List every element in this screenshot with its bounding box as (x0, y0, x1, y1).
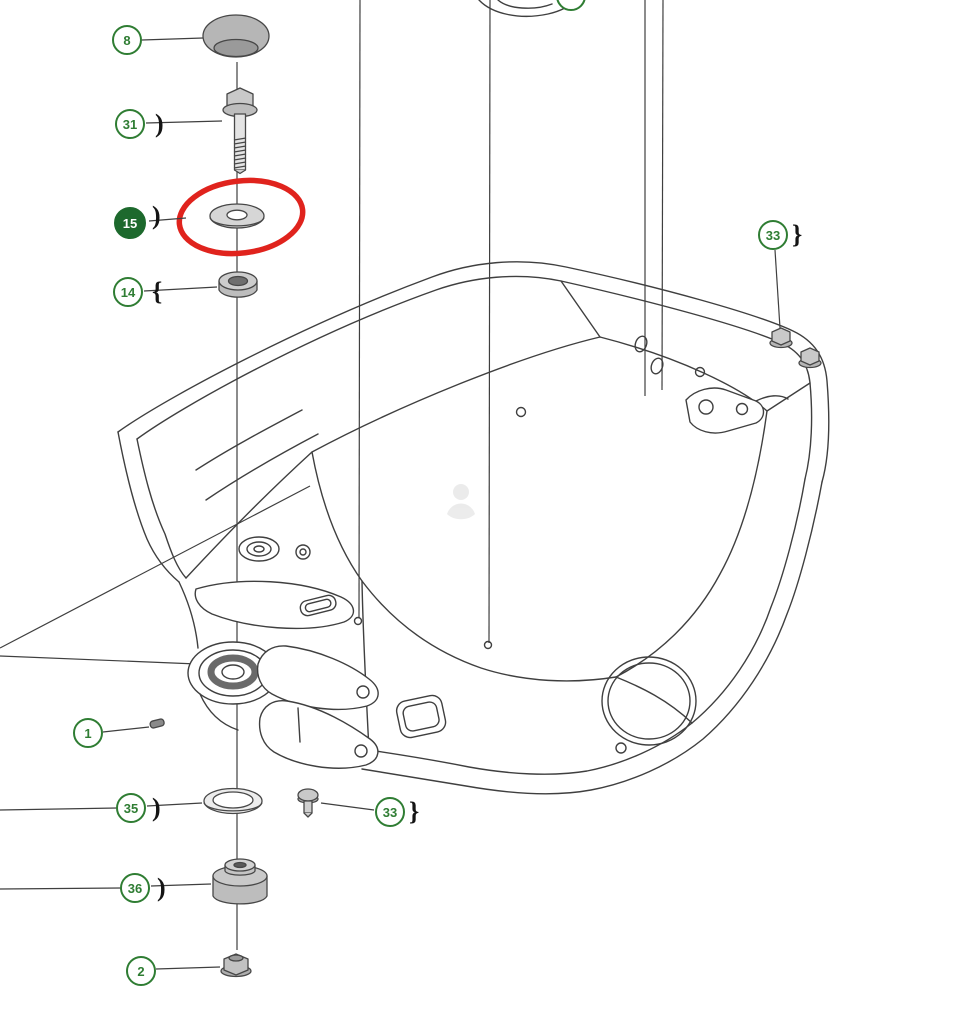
part-seal-ring-35[interactable] (203, 787, 263, 815)
callout-1-leader (102, 726, 150, 733)
callout-1[interactable]: 1 (73, 718, 150, 748)
svg-text:2: 2 (137, 964, 144, 979)
callout-35-leader (146, 802, 203, 807)
part-pin-1[interactable] (149, 718, 165, 729)
svg-text:14: 14 (121, 285, 136, 300)
callout-36-leader (150, 883, 212, 887)
callout-35[interactable]: 35) (116, 793, 203, 823)
svg-text:31: 31 (123, 117, 137, 132)
watermark (447, 484, 475, 520)
callout-33-top-leader (774, 249, 781, 329)
callout-2-leader (155, 966, 221, 970)
callout-33-bottom[interactable]: 33} (320, 797, 419, 827)
callout-31[interactable]: 31) (115, 109, 223, 139)
part-flange-nuts-33-top[interactable] (769, 327, 822, 369)
callout-14-leader (143, 286, 218, 292)
svg-text:33: 33 (383, 805, 397, 820)
callout-15[interactable]: 15) (114, 201, 187, 239)
callout-36[interactable]: 36) (120, 873, 212, 903)
part-spacer-14[interactable] (218, 271, 258, 298)
part-washer-15[interactable] (209, 203, 265, 229)
part-nut-2[interactable] (220, 953, 252, 978)
part-cap-8[interactable] (202, 14, 270, 58)
svg-text:15: 15 (123, 216, 137, 231)
svg-text:33: 33 (766, 228, 780, 243)
callout-14-quantity-bracket: { (152, 277, 162, 306)
chassis-drawing (117, 0, 830, 795)
part-screw-33-bottom[interactable] (297, 788, 319, 818)
part-bushing-36[interactable] (212, 858, 268, 905)
callout-36-quantity-bracket: ) (157, 873, 166, 902)
callout-15-leader (148, 217, 187, 222)
callout-8-leader (141, 37, 204, 41)
callout-33-bottom-leader (320, 802, 375, 811)
cropped-callout (556, 0, 586, 11)
svg-text:1: 1 (84, 726, 91, 741)
axis-lines (0, 0, 664, 950)
callout-35-quantity-bracket: ) (152, 793, 161, 822)
callouts-layer: 831)15)14{33}135)33}36)2 (73, 25, 802, 986)
svg-text:35: 35 (124, 801, 138, 816)
svg-text:36: 36 (128, 881, 142, 896)
callout-33-bottom-quantity-bracket: } (409, 797, 419, 826)
callout-31-leader (145, 120, 223, 124)
callout-2[interactable]: 2 (126, 956, 221, 986)
callout-15-quantity-bracket: ) (152, 201, 161, 230)
part-bolt-31[interactable] (222, 87, 258, 175)
callout-33-top[interactable]: 33} (758, 220, 802, 329)
svg-text:8: 8 (123, 33, 130, 48)
callout-14[interactable]: 14 { (113, 277, 218, 307)
highlight-ellipse (176, 177, 306, 257)
callout-33-top-quantity-bracket: } (792, 220, 802, 249)
callout-8[interactable]: 8 (112, 25, 204, 55)
callout-31-quantity-bracket: ) (155, 109, 164, 138)
